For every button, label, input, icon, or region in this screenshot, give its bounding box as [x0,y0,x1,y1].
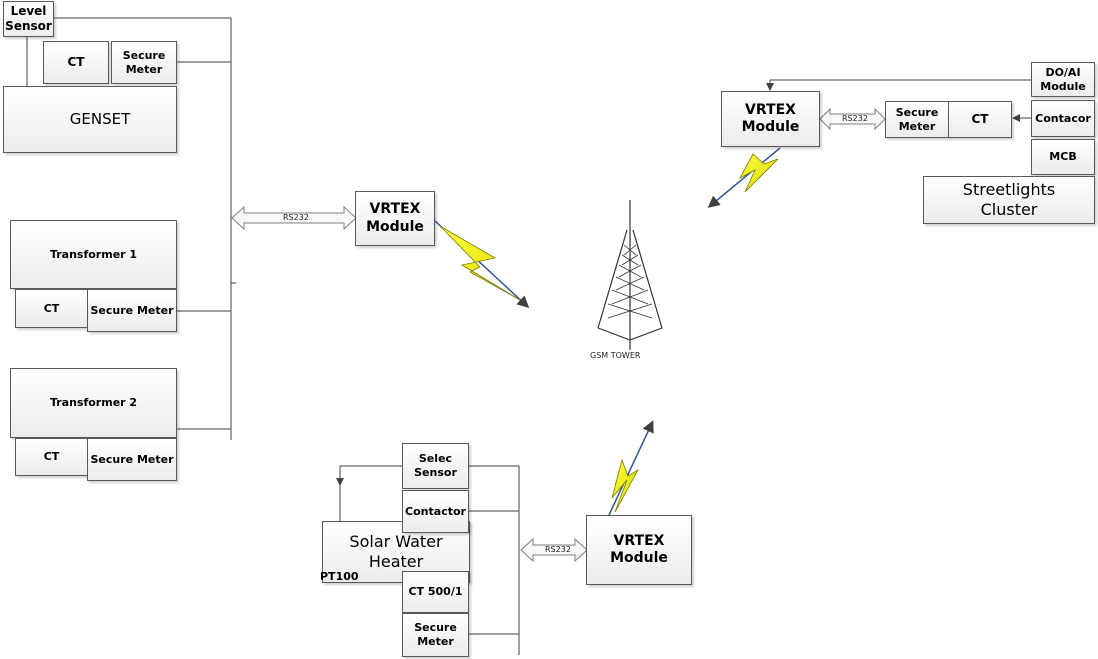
genset-secure-meter-box: Secure Meter [111,41,177,84]
vrtex-module-bottom: VRTEX Module [586,515,692,585]
streetlight-secure-meter-box: Secure Meter [885,101,949,138]
genset-box: GENSET [3,86,177,153]
vrtex-module-left: VRTEX Module [355,191,435,246]
genset-label: GENSET [69,110,131,129]
mcb-box: MCB [1031,139,1095,175]
ct-500-1-box: CT 500/1 [402,571,469,613]
streetlight-ct-box: CT [948,101,1012,138]
transformer1-box: Transformer 1 [10,220,177,289]
lightning-bolt-right [707,147,781,208]
contactor-box: Contacor [1031,100,1095,137]
rs232-label-left: RS232 [283,213,309,222]
gsm-tower-label: GSM TOWER [590,351,641,360]
level-sensor-box: Level Sensor [3,1,54,37]
solar-secure-meter-box: Secure Meter [402,613,469,657]
lightning-bolt-bottom [608,420,654,516]
transformer2-secure-meter-box: Secure Meter [87,438,177,481]
do-ai-module-box: DO/AI Module [1031,62,1095,97]
gsm-tower-icon [597,200,663,350]
vrtex-module-right: VRTEX Module [721,91,820,147]
transformer1-secure-meter-box: Secure Meter [87,289,177,332]
lightning-bolt-left [434,220,530,309]
left-bus-lines [26,17,236,440]
bottom-group-lines [336,465,520,655]
right-group-lines [766,79,1031,122]
genset-ct-box: CT [43,41,109,84]
transformer2-ct-box: CT [15,438,88,476]
rs232-label-bottom: RS232 [545,545,571,554]
solar-contactor-box: Contactor [402,490,469,533]
pt100-label: PT100 [320,570,359,583]
transformer2-box: Transformer 2 [10,368,177,438]
rs232-label-right: RS232 [842,114,868,123]
streetlights-cluster-box: Streetlights Cluster [923,176,1095,224]
transformer1-ct-box: CT [15,289,88,328]
selec-sensor-box: Selec Sensor [402,443,469,489]
